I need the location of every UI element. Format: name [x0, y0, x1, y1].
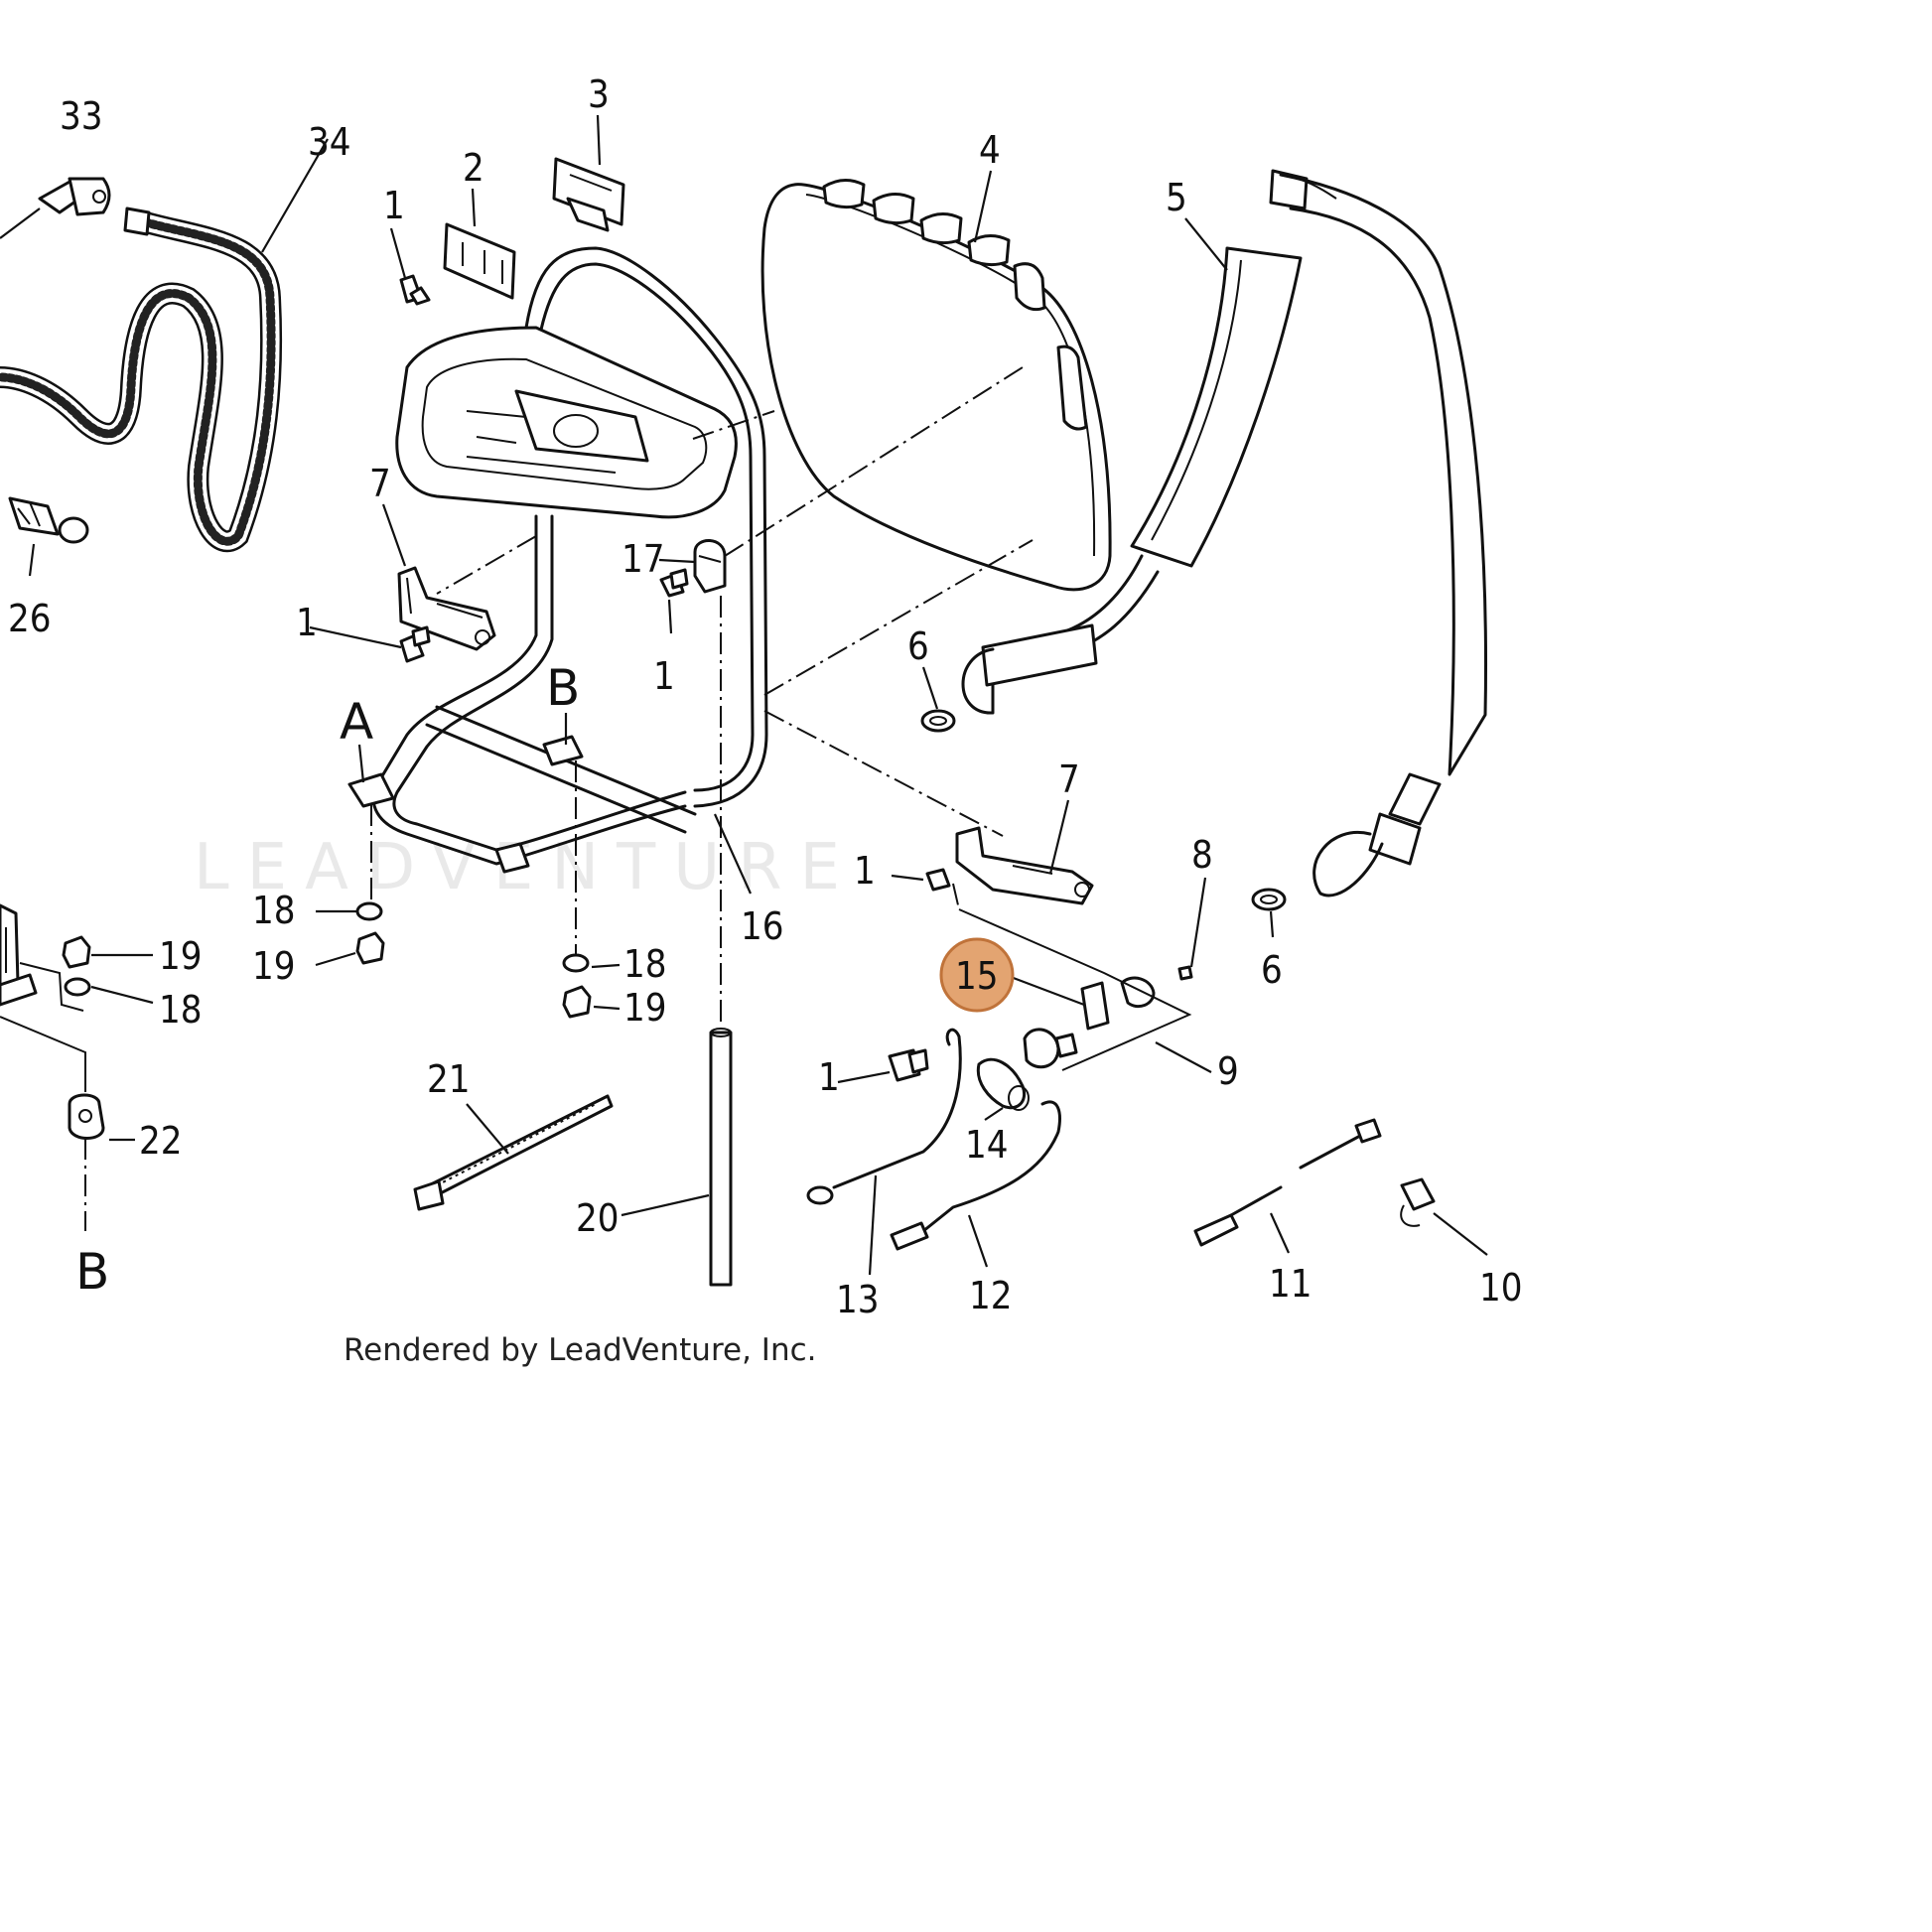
highlight-circle: [939, 937, 1015, 1013]
callout-11[interactable]: 11: [1269, 1262, 1312, 1306]
callout-labels: 33 34 2 3 4 5 1 7 1 17 1 26 6 6 A B B 7 …: [8, 72, 1523, 1321]
part-washer-18-c: [64, 977, 91, 997]
part-pin-8: [1177, 965, 1193, 981]
part-washer-18-b: [562, 953, 590, 973]
callout-1-mid[interactable]: 1: [653, 654, 675, 698]
callout-34[interactable]: 34: [308, 120, 351, 164]
part-tube-20: [709, 596, 733, 1287]
callout-17[interactable]: 17: [621, 537, 665, 581]
callout-4[interactable]: 4: [979, 128, 1001, 172]
callout-19-b[interactable]: 19: [623, 986, 667, 1030]
part-bracket-lower-left: [0, 903, 86, 1092]
callout-19-c[interactable]: 19: [159, 934, 203, 978]
part-rod-11: [1193, 1118, 1382, 1247]
part-bracket-2: [443, 222, 516, 300]
callout-7-left[interactable]: 7: [369, 462, 391, 505]
callout-19-a[interactable]: 19: [252, 944, 296, 988]
callout-12[interactable]: 12: [969, 1274, 1013, 1317]
callout-21[interactable]: 21: [427, 1057, 471, 1101]
part-nut-19-a: [355, 931, 385, 965]
part-tank: [760, 179, 1112, 592]
assembly-lines: [84, 366, 1034, 1231]
callout-18-c[interactable]: 18: [159, 988, 203, 1032]
leader-lines: [90, 114, 1488, 1276]
callout-A[interactable]: A: [340, 693, 373, 751]
part-bracket-7-right: [955, 826, 1094, 905]
callout-3[interactable]: 3: [588, 72, 610, 116]
callout-13[interactable]: 13: [836, 1278, 880, 1321]
part-bolt-1-right: [925, 868, 951, 892]
part-grommet-6-left: [920, 709, 956, 733]
part-clip-17: [693, 539, 727, 594]
callout-9[interactable]: 9: [1217, 1049, 1239, 1093]
callout-8[interactable]: 8: [1191, 833, 1213, 877]
callout-14[interactable]: 14: [965, 1123, 1009, 1167]
part-wire-13: [806, 1028, 962, 1205]
part-washer-18-a: [355, 901, 383, 921]
part-nut-19-b: [562, 985, 592, 1019]
callout-16[interactable]: 16: [741, 904, 784, 948]
part-bolt-1-left: [399, 625, 431, 663]
part-harness-strap: [961, 169, 1488, 897]
part-bolt-1-mid: [659, 568, 689, 598]
part-boot-14: [976, 1057, 1030, 1111]
callout-1-left[interactable]: 1: [296, 601, 318, 644]
callout-1-top[interactable]: 1: [383, 184, 405, 227]
part-clip-10: [1400, 1177, 1436, 1227]
callout-1-right[interactable]: 1: [854, 849, 876, 893]
part-plug-fitting: [8, 496, 89, 577]
callout-B-lower[interactable]: B: [75, 1243, 109, 1301]
part-bolt-1-lower: [888, 1048, 929, 1082]
callout-22[interactable]: 22: [139, 1119, 183, 1163]
callout-15[interactable]: 15: [955, 954, 999, 998]
part-frame: [347, 246, 768, 874]
part-grommet-6-right: [1251, 888, 1287, 911]
callout-10[interactable]: 10: [1479, 1266, 1523, 1310]
callout-15-highlight[interactable]: 15: [939, 937, 1015, 1013]
callout-6-left[interactable]: 6: [907, 624, 929, 668]
part-bracket-3: [552, 157, 625, 232]
callout-18-b[interactable]: 18: [623, 942, 667, 986]
part-nut-19-c: [62, 935, 91, 969]
callout-B-frame[interactable]: B: [546, 659, 580, 717]
part-wire-12: [890, 1100, 1061, 1251]
callout-6-right[interactable]: 6: [1261, 948, 1283, 992]
part-bolt-1-top: [399, 274, 431, 306]
callout-18-a[interactable]: 18: [252, 889, 296, 932]
part-cable-tie-21: [413, 1094, 614, 1211]
callout-20[interactable]: 20: [576, 1196, 620, 1240]
callout-33[interactable]: 33: [60, 94, 103, 138]
callout-7-right[interactable]: 7: [1058, 758, 1080, 801]
part-switch-assembly-9: [958, 908, 1192, 1071]
callout-5[interactable]: 5: [1166, 176, 1187, 219]
callout-26[interactable]: 26: [8, 597, 52, 640]
part-elbow-fitting: [0, 177, 111, 239]
part-grommet-22: [68, 1093, 105, 1140]
callout-2[interactable]: 2: [463, 146, 484, 190]
callout-1-lower[interactable]: 1: [818, 1055, 840, 1099]
credit-text: Rendered by LeadVenture, Inc.: [344, 1332, 817, 1368]
part-coiled-hose: [0, 207, 283, 553]
